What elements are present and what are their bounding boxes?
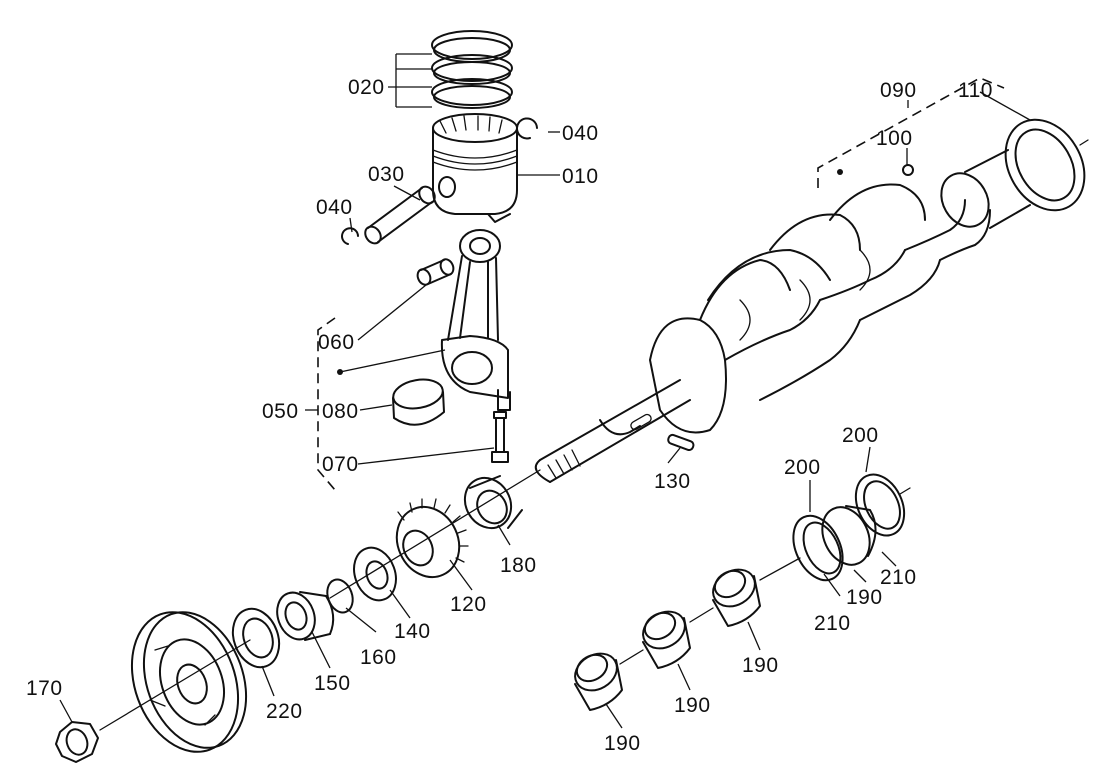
label-130: 130 bbox=[654, 470, 691, 493]
label-040-lower: 040 bbox=[316, 196, 353, 219]
piston bbox=[432, 113, 518, 223]
main-bearing-2 bbox=[712, 568, 761, 627]
bracket-090 bbox=[817, 77, 1005, 188]
label-190-bearing2: 190 bbox=[742, 654, 779, 677]
label-200-right: 200 bbox=[842, 424, 879, 447]
label-160: 160 bbox=[360, 646, 397, 669]
label-010: 010 bbox=[562, 165, 599, 188]
crank-gear bbox=[395, 498, 469, 579]
front-bearing bbox=[463, 475, 523, 530]
label-040-upper: 040 bbox=[562, 122, 599, 145]
circlip-lower bbox=[341, 227, 359, 245]
leader-lines bbox=[59, 53, 1031, 729]
label-070: 070 bbox=[322, 453, 359, 476]
bearing-axis-line bbox=[619, 487, 911, 665]
label-090: 090 bbox=[880, 79, 917, 102]
label-030: 030 bbox=[368, 163, 405, 186]
crank-pulley bbox=[130, 611, 248, 753]
main-bearing-3 bbox=[642, 610, 691, 669]
label-190-bearing3: 190 bbox=[674, 694, 711, 717]
crankshaft bbox=[534, 149, 1031, 483]
piston-rings bbox=[431, 30, 513, 109]
label-220: 220 bbox=[266, 700, 303, 723]
label-080: 080 bbox=[322, 400, 359, 423]
label-190-thrust: 190 bbox=[846, 586, 883, 609]
label-200-left: 200 bbox=[784, 456, 821, 479]
label-170: 170 bbox=[26, 677, 63, 700]
front-axis-line bbox=[99, 469, 541, 731]
plug-part bbox=[902, 164, 914, 176]
label-120: 120 bbox=[450, 593, 487, 616]
label-110: 110 bbox=[958, 79, 993, 102]
label-060: 060 bbox=[318, 331, 355, 354]
rod-bolt bbox=[491, 411, 509, 463]
connecting-rod bbox=[440, 229, 511, 411]
o-ring bbox=[326, 578, 354, 614]
thrust-bearing-set bbox=[792, 473, 906, 582]
label-180: 180 bbox=[500, 554, 537, 577]
label-190-bearing4: 190 bbox=[604, 732, 641, 755]
pulley-nut bbox=[55, 721, 99, 763]
label-150: 150 bbox=[314, 672, 351, 695]
label-210-right: 210 bbox=[880, 566, 917, 589]
part-labels: 020 040 010 030 040 060 050 080 070 090 … bbox=[26, 76, 993, 755]
main-bearing-4 bbox=[574, 652, 623, 711]
label-140: 140 bbox=[394, 620, 431, 643]
circlip-upper bbox=[516, 117, 538, 140]
collar bbox=[276, 591, 335, 641]
thrust-washer bbox=[353, 546, 397, 602]
shaft-key bbox=[667, 433, 695, 452]
piston-pin bbox=[364, 185, 436, 245]
label-020: 020 bbox=[348, 76, 385, 99]
label-100: 100 bbox=[876, 127, 913, 150]
big-end-bearing bbox=[392, 378, 445, 426]
label-050: 050 bbox=[262, 400, 299, 423]
label-210-left: 210 bbox=[814, 612, 851, 635]
rear-sleeve bbox=[1004, 118, 1089, 212]
small-end-bushing bbox=[416, 258, 455, 286]
